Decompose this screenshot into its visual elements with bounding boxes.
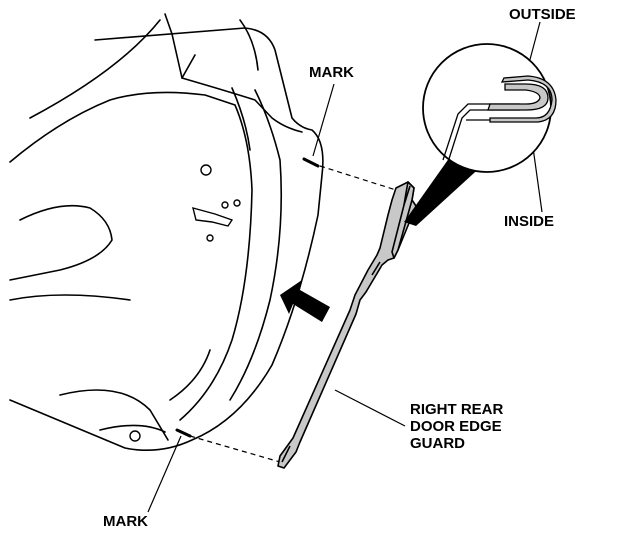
door-edge-guard-part (277, 181, 417, 469)
alignment-lines (189, 165, 397, 463)
guard-label-line-1: RIGHT REAR (410, 401, 504, 418)
mark-label-bottom: MARK (103, 513, 148, 530)
install-direction-arrow-icon (280, 280, 330, 322)
mark-label-top: MARK (309, 64, 354, 81)
rear-door-outline (9, 13, 324, 452)
leader-lines (147, 21, 543, 513)
guard-label-line-2: DOOR EDGE (410, 418, 502, 435)
detail-magnifier (404, 43, 557, 226)
guard-label: RIGHT REAR DOOR EDGE GUARD (410, 401, 503, 452)
mark-ticks (175, 157, 320, 438)
outside-label: OUTSIDE (509, 6, 576, 23)
cross-section-detail (442, 75, 557, 163)
inside-label: INSIDE (504, 213, 555, 230)
guard-label-line-3: GUARD (410, 435, 465, 452)
door-latch-detail (129, 164, 241, 442)
